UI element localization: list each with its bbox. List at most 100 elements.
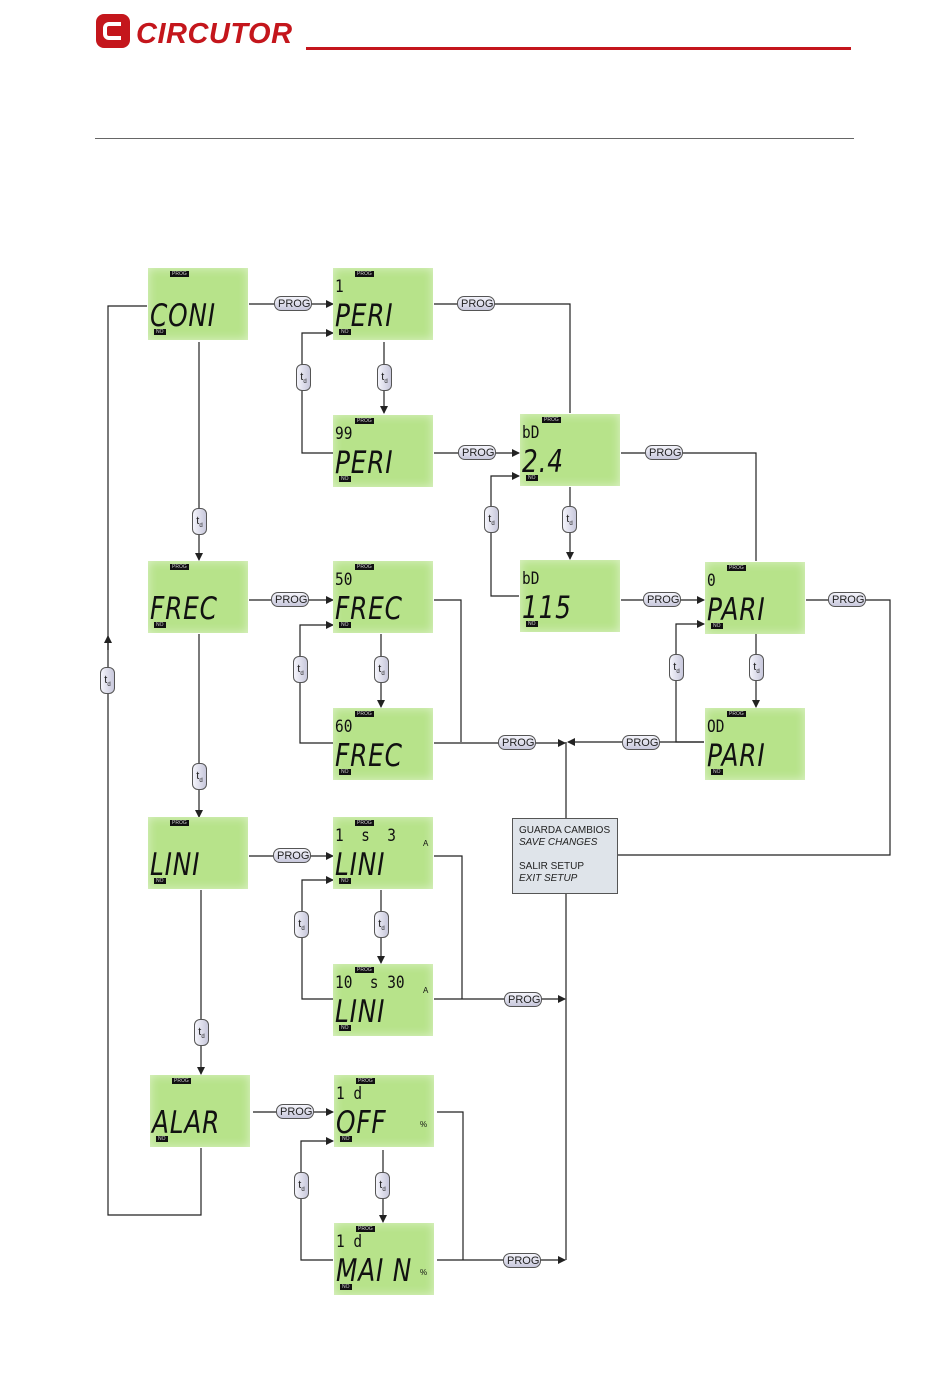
- prog-indicator: PROG: [355, 711, 374, 717]
- lcd-main-text: OFF: [336, 1105, 387, 1141]
- prog-indicator: PROG: [170, 271, 189, 277]
- lcd-unit: A: [423, 986, 429, 995]
- prog-indicator: PROG: [542, 417, 561, 423]
- lcd-top-value: bD: [522, 423, 540, 443]
- lcd-top-value: 1 s 3: [335, 826, 396, 846]
- lcd-screen-peri-99: PROG 99 PERI NO: [333, 415, 433, 487]
- td-key-label: td: [100, 667, 115, 694]
- header-rule: [95, 138, 854, 139]
- prog-key-label: PROG: [504, 992, 542, 1007]
- no-indicator: NO: [339, 329, 351, 335]
- lcd-unit: %: [420, 1120, 428, 1129]
- no-indicator: NO: [339, 476, 351, 482]
- td-key-label: td: [294, 911, 309, 938]
- prog-indicator: PROG: [355, 418, 374, 424]
- td-key-label: td: [293, 656, 308, 683]
- prog-key-label: PROG: [643, 592, 681, 607]
- no-indicator: NO: [154, 329, 166, 335]
- lcd-unit: A: [423, 839, 429, 848]
- note-spacer: [519, 849, 611, 861]
- arrow-peri99-peri1: [301, 329, 334, 454]
- no-indicator: NO: [339, 622, 351, 628]
- prog-key-label: PROG: [645, 445, 683, 460]
- lcd-main-text: PERI: [335, 445, 394, 481]
- prog-indicator: PROG: [170, 820, 189, 826]
- td-key-label: td: [484, 506, 499, 533]
- lcd-screen-pari-0: PROG 0 PARI NO: [705, 562, 805, 634]
- td-key-label: td: [192, 508, 207, 535]
- td-key-label: td: [749, 654, 764, 681]
- prog-key-label: PROG: [274, 296, 312, 311]
- lcd-main-text: ALAR: [152, 1105, 221, 1141]
- lcd-top-value: 0: [707, 571, 716, 591]
- save-exit-box: GUARDA CAMBIOS SAVE CHANGES SALIR SETUP …: [512, 818, 618, 894]
- lcd-top-value: 1 d: [336, 1232, 363, 1252]
- lcd-main-text: MAI N: [336, 1253, 413, 1289]
- lcd-screen-off: PROG 1 d % OFF NO: [334, 1075, 434, 1147]
- arrow-pariod-pari0: [675, 620, 705, 743]
- lcd-main-text: PERI: [335, 298, 394, 334]
- lcd-main-text: 115: [522, 590, 572, 626]
- td-key-label: td: [669, 654, 684, 681]
- prog-indicator: PROG: [355, 967, 374, 973]
- lcd-screen-lini-10: PROG 10 s 30 A LINI NO: [333, 964, 433, 1036]
- no-indicator: NO: [340, 1284, 352, 1290]
- prog-indicator: PROG: [727, 711, 746, 717]
- prog-indicator: PROG: [172, 1078, 191, 1084]
- no-indicator: NO: [340, 1136, 352, 1142]
- no-indicator: NO: [156, 1136, 168, 1142]
- prog-key-label: PROG: [498, 735, 536, 750]
- lcd-main-text: LINI: [150, 847, 201, 883]
- prog-indicator: PROG: [356, 1078, 375, 1084]
- lcd-main-text: CONI: [150, 298, 216, 334]
- lcd-screen-lini-1: PROG 1 s 3 A LINI NO: [333, 817, 433, 889]
- prog-indicator: PROG: [356, 1226, 375, 1232]
- note-save-es: GUARDA CAMBIOS: [519, 825, 611, 836]
- arrow-main-off: [300, 1137, 334, 1261]
- lcd-top-value: 1 d: [336, 1084, 363, 1104]
- no-indicator: NO: [711, 623, 723, 629]
- lcd-top-value: 50: [335, 570, 353, 590]
- td-key-label: td: [375, 1172, 390, 1199]
- lcd-top-value: bD: [522, 569, 540, 589]
- prog-key-label: PROG: [457, 296, 495, 311]
- lcd-screen-pari-od: PROG OD PARI NO: [705, 708, 805, 780]
- arrow-frec50-exit: [434, 599, 462, 742]
- arrow-bd115-bd24: [490, 472, 520, 597]
- arrow-frec60-frec50: [299, 621, 334, 744]
- lcd-main-text: FREC: [150, 591, 218, 627]
- td-key-label: td: [562, 506, 577, 533]
- td-key-label: td: [374, 911, 389, 938]
- circutor-logo-icon: [96, 14, 130, 48]
- no-indicator: NO: [154, 878, 166, 884]
- arrow-bd24-pari0: [621, 452, 757, 561]
- lcd-top-value: 60: [335, 717, 353, 737]
- prog-key-label: PROG: [828, 592, 866, 607]
- loop-return-line: [107, 640, 202, 1216]
- no-indicator: NO: [339, 769, 351, 775]
- no-indicator: NO: [339, 878, 351, 884]
- lcd-screen-bd-115: bD 115 NO: [520, 560, 620, 632]
- note-exit-es: SALIR SETUP: [519, 861, 585, 872]
- lcd-screen-frec-60: PROG 60 FREC NO: [333, 708, 433, 780]
- td-key-label: td: [377, 364, 392, 391]
- lcd-main-text: PARI: [707, 738, 766, 774]
- lcd-main-text: FREC: [335, 591, 403, 627]
- prog-key-label: PROG: [271, 592, 309, 607]
- lcd-main-text: 2.4: [522, 444, 564, 480]
- lcd-screen-frec: PROG FREC NO: [148, 561, 248, 633]
- lcd-unit: %: [420, 1268, 428, 1277]
- note-save-en: SAVE CHANGES: [519, 837, 598, 848]
- no-indicator: NO: [526, 475, 538, 481]
- lcd-main-text: LINI: [335, 994, 386, 1030]
- prog-key-label: PROG: [273, 848, 311, 863]
- lcd-top-value: OD: [707, 717, 725, 737]
- brand-underline: [306, 47, 851, 50]
- prog-indicator: PROG: [355, 564, 374, 570]
- no-indicator: NO: [339, 1025, 351, 1031]
- td-key-label: td: [296, 364, 311, 391]
- lcd-screen-main: PROG 1 d % MAI N NO: [334, 1223, 434, 1295]
- lcd-screen-peri-1: PROG 1 PERI NO: [333, 268, 433, 340]
- no-indicator: NO: [711, 769, 723, 775]
